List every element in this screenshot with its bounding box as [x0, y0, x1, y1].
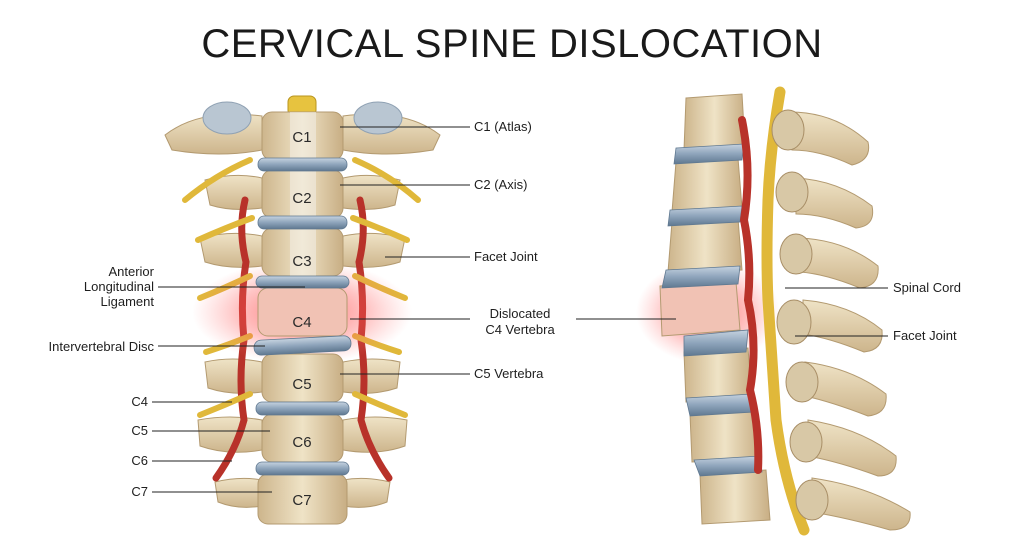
side-vertebral-artery — [738, 116, 763, 474]
vertebra-label-c1: C1 — [292, 129, 311, 146]
anterior-longitudinal-ligament — [290, 112, 316, 287]
side-facet-joints — [771, 109, 829, 521]
side-leader-lines — [576, 287, 888, 337]
vertebra-label-c5: C5 — [292, 376, 311, 393]
label-dislocated-line2: C4 Vertebra — [485, 322, 555, 337]
label-intervertebral-disc: Intervertebral Disc — [49, 339, 155, 354]
page-title: CERVICAL SPINE DISLOCATION — [201, 22, 823, 66]
label-c5-vertebra: C5 Vertebra — [474, 366, 544, 381]
label-all-line3: Ligament — [101, 294, 155, 309]
vertebra-label-c6: C6 — [292, 434, 311, 451]
front-left-labels: Anterior Longitudinal Ligament Intervert… — [49, 264, 155, 499]
label-left-c4: C4 — [131, 394, 148, 409]
front-right-labels: C1 (Atlas) C2 (Axis) Facet Joint Disloca… — [474, 119, 555, 381]
front-leader-lines — [152, 126, 470, 493]
label-side-facet-joint: Facet Joint — [893, 328, 957, 343]
label-left-c5: C5 — [131, 423, 148, 438]
front-vertebra-numbers: C1 C2 C3 C4 C5 C6 C7 — [292, 129, 311, 509]
vertebra-label-c3: C3 — [292, 253, 311, 270]
label-c2-axis: C2 (Axis) — [474, 177, 527, 192]
label-left-c6: C6 — [131, 453, 148, 468]
vertebra-label-c4: C4 — [292, 314, 311, 331]
label-front-facet-joint: Facet Joint — [474, 249, 538, 264]
vertebra-label-c7: C7 — [292, 492, 311, 509]
front-intervertebral-discs — [253, 157, 352, 476]
front-view: C1 C2 C3 C4 C5 C6 C7 — [164, 95, 441, 525]
side-intervertebral-discs — [661, 143, 763, 477]
label-dislocated-line1: Dislocated — [490, 306, 551, 321]
label-spinal-cord: Spinal Cord — [893, 280, 961, 295]
vertebra-label-c2: C2 — [292, 190, 311, 207]
atlas-articular-surfaces — [202, 101, 403, 135]
side-view — [636, 86, 911, 536]
label-all-line1: Anterior — [108, 264, 154, 279]
side-spinal-cord — [761, 86, 810, 536]
side-labels: Spinal Cord Facet Joint — [893, 280, 961, 343]
front-vertebral-bodies — [257, 111, 348, 525]
side-spinous-processes — [789, 111, 911, 531]
label-c1-atlas: C1 (Atlas) — [474, 119, 532, 134]
label-left-c7: C7 — [131, 484, 148, 499]
label-all-line2: Longitudinal — [84, 279, 154, 294]
